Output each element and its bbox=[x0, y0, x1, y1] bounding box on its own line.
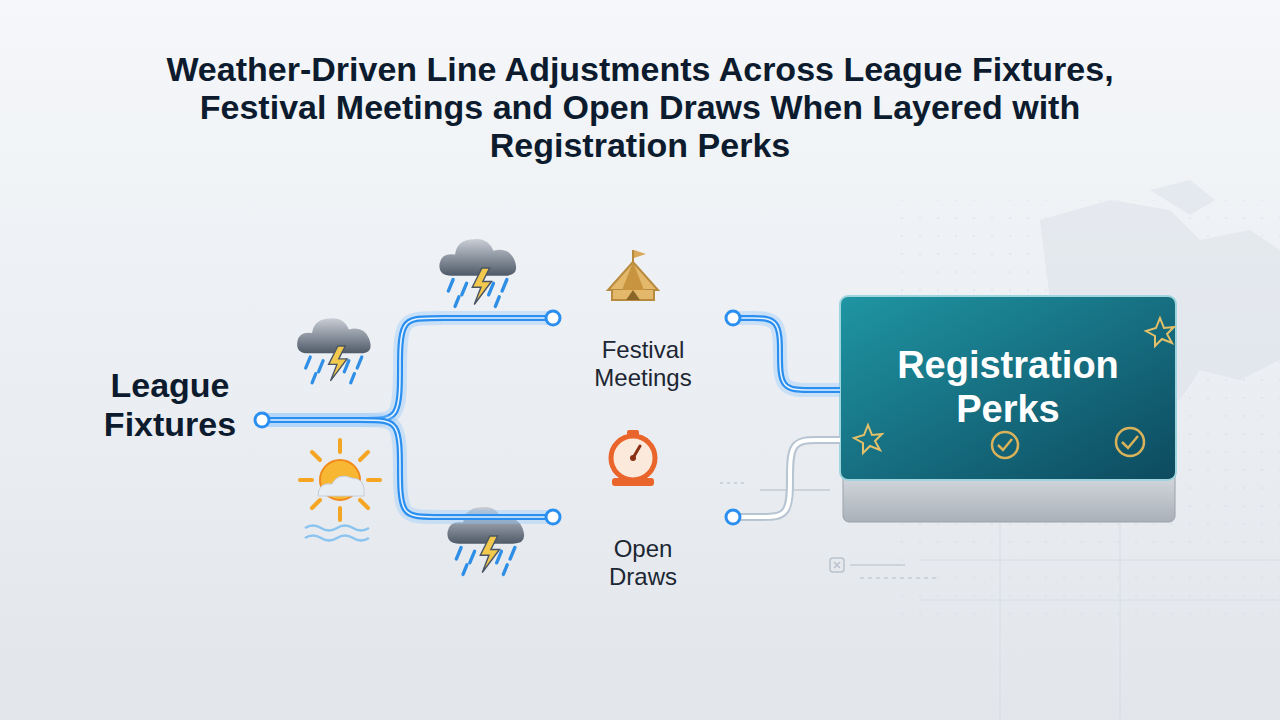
node-text: Festival Meetings bbox=[558, 336, 728, 391]
connector bbox=[262, 420, 553, 517]
connector-glow bbox=[733, 318, 840, 390]
branch-label: Festival Meetings bbox=[553, 306, 733, 399]
connector-highlight bbox=[262, 318, 553, 420]
junction-dot bbox=[255, 413, 269, 427]
branch-label: Open Draws bbox=[553, 505, 733, 598]
x-marker bbox=[830, 558, 844, 572]
junction-dot bbox=[726, 510, 740, 524]
diagram-title: Weather-Driven Line Adjustments Across L… bbox=[130, 50, 1150, 164]
connector-group bbox=[262, 318, 553, 420]
node-text: Registration Perks bbox=[873, 344, 1143, 431]
connector-glow bbox=[262, 420, 553, 517]
timer-icon bbox=[611, 430, 655, 486]
perks-box: Registration Perks bbox=[840, 296, 1176, 480]
storm-icon bbox=[439, 239, 516, 306]
junction-dot bbox=[546, 510, 560, 524]
junction-dot bbox=[726, 311, 740, 325]
node-text: League Fixtures bbox=[78, 366, 262, 444]
perks-panel bbox=[840, 296, 1176, 522]
connector bbox=[733, 440, 840, 517]
connector-group bbox=[733, 440, 840, 517]
storm-icon bbox=[297, 318, 370, 383]
connector-group bbox=[733, 318, 840, 390]
tent-icon bbox=[608, 250, 658, 300]
connector-group bbox=[262, 420, 553, 517]
connector-glow bbox=[262, 318, 553, 420]
connector-highlight bbox=[733, 318, 840, 390]
sun-icon bbox=[300, 440, 380, 541]
connector-outline bbox=[733, 440, 840, 517]
connector bbox=[262, 318, 553, 420]
node-text: Open Draws bbox=[581, 535, 706, 590]
junction-dot bbox=[546, 311, 560, 325]
connector bbox=[733, 318, 840, 390]
start-label: League Fixtures bbox=[78, 362, 262, 452]
connector-highlight bbox=[262, 420, 553, 517]
